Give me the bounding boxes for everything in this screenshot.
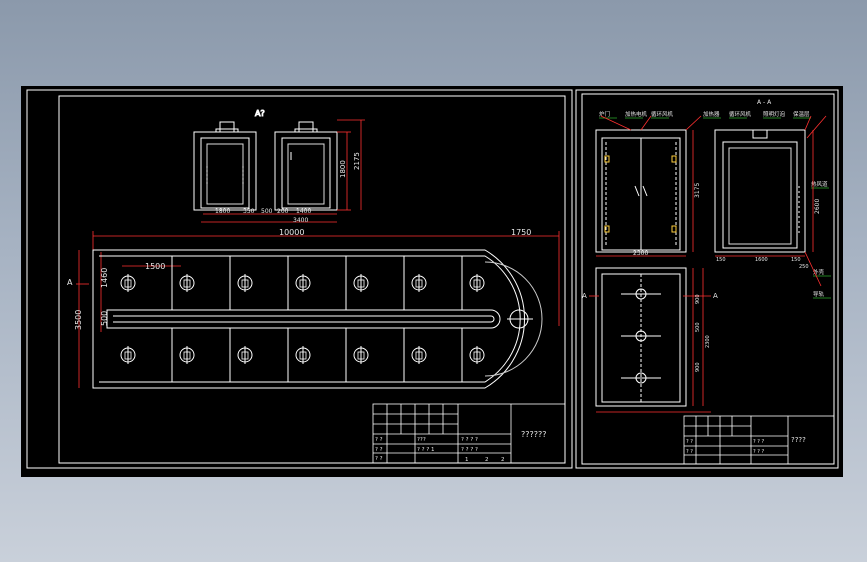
oven-plan-view <box>595 267 687 407</box>
cabinet-dimensions <box>201 119 365 223</box>
hanger-body <box>415 351 423 360</box>
left-title-cell-1: ? ? <box>375 437 383 443</box>
left-title-cell-3: ? ? <box>375 456 383 462</box>
callout-label: 炉门 <box>599 110 610 118</box>
dim-plan-a: 900 <box>695 294 701 304</box>
dim-cab-height: 1800 <box>339 160 347 178</box>
left-sheet-outer-frame <box>26 89 573 469</box>
cad-viewport[interactable]: A? 1800 2175 1800 <box>21 86 843 477</box>
hanger-body <box>241 351 249 360</box>
dim-pitch: 1500 <box>145 262 165 271</box>
dim-cab-gap: 500 <box>261 208 273 215</box>
hanger-body <box>299 279 307 288</box>
left-title-cell-4: ??? <box>417 437 426 443</box>
hanger-body <box>124 279 132 288</box>
callout-label: 循环风机 <box>651 110 674 118</box>
section-marker-a: A <box>67 278 73 287</box>
dim-cab-w-right: 1400 <box>296 208 311 215</box>
dim-plan-b: 500 <box>695 322 701 332</box>
hanger-body <box>299 351 307 360</box>
dim-lane-width: 1460 <box>100 268 109 288</box>
view-label-top: A? <box>255 109 265 118</box>
dim-cab-w-left: 1800 <box>215 208 230 215</box>
callout-label: 循环风机 <box>729 110 752 118</box>
right-sheet: 炉门加热电机循环风机加热器循环风机照明灯泡保温层热风道外壳导轨 A - A 23… <box>575 89 839 469</box>
callout-label: 照明灯泡 <box>763 110 786 118</box>
oven-side-view <box>714 129 806 253</box>
dim-end-radius: 1750 <box>511 228 531 237</box>
dim-plan-c: 900 <box>695 362 701 372</box>
dim-plan-total: 2300 <box>705 335 711 348</box>
hanger-body <box>183 279 191 288</box>
dim-cab-side-left: 350 <box>243 208 255 215</box>
cabinet-end-view-left: A? <box>193 109 265 211</box>
hanger-body <box>357 279 365 288</box>
callout-label: 导轨 <box>813 290 825 298</box>
dim-cab-side-right: 200 <box>277 208 289 215</box>
plan-view-dims <box>589 268 711 413</box>
right-title-cell-4: ? ? ? <box>753 449 764 455</box>
callout-label: 保温层 <box>793 110 810 118</box>
plan-dimension-lines <box>76 231 560 388</box>
callout-label: 加热电机 <box>625 110 648 118</box>
dim-side-width: 1600 <box>755 257 768 263</box>
hanger-body <box>183 351 191 360</box>
dim-total-length: 10000 <box>279 228 304 237</box>
left-title-cell-8: 1 <box>465 457 469 463</box>
left-title-cell-2: ? ? <box>375 447 383 453</box>
callout-label: 热风道 <box>811 180 828 188</box>
cad-drawing[interactable]: A? 1800 2175 1800 <box>21 86 843 477</box>
left-title-cell-5: ? ? ? ? <box>461 437 478 443</box>
dim-cab-total-width: 3400 <box>293 217 308 224</box>
right-title-cell-1: ? ? <box>686 439 693 445</box>
dim-side-extra: 250 <box>799 264 809 270</box>
left-title-cell-9: 2 <box>485 457 489 463</box>
dim-front-width: 2300 <box>633 250 648 257</box>
dim-side-height: 2600 <box>814 199 821 214</box>
right-sheet-inner-frame <box>581 93 835 465</box>
callout-label: 外壳 <box>813 268 825 276</box>
dim-total-width: 3500 <box>74 310 83 330</box>
left-title-block <box>372 403 566 464</box>
left-sheet: A? 1800 2175 1800 <box>26 89 573 469</box>
dim-side-right: 150 <box>791 257 801 263</box>
hanger-body <box>124 351 132 360</box>
left-title-cell-7: ? ? ? 1 <box>417 447 435 453</box>
side-view-dims <box>715 115 827 287</box>
dim-front-height: 3175 <box>694 183 701 198</box>
right-title-cell-2: ? ? <box>686 449 693 455</box>
hanger-body <box>357 351 365 360</box>
left-title-text: ?????? <box>521 430 546 439</box>
dim-gap: 500 <box>100 311 109 326</box>
dim-cab-total-height: 2175 <box>353 152 361 170</box>
left-sheet-inner-frame <box>58 95 566 464</box>
callout-labels: 炉门加热电机循环风机加热器循环风机照明灯泡保温层热风道外壳导轨 <box>599 110 831 299</box>
hanger-body <box>473 279 481 288</box>
hanger-body <box>241 279 249 288</box>
hanger-body <box>415 279 423 288</box>
left-title-cell-6: ? ? ? ? <box>461 447 478 453</box>
left-title-cell-10: 2 <box>501 457 505 463</box>
section-marker-right: A <box>713 292 718 300</box>
right-title-text: ???? <box>791 436 806 444</box>
section-marker-left: A <box>582 292 587 300</box>
cabinet-end-view-right <box>274 121 338 211</box>
dim-side-left: 150 <box>716 257 726 263</box>
section-title-aa: A - A <box>757 99 772 106</box>
hanger-body <box>473 351 481 360</box>
right-title-block <box>683 415 835 465</box>
callout-label: 加热器 <box>703 110 720 118</box>
right-sheet-outer-frame <box>575 89 839 469</box>
front-view-dims <box>596 115 702 257</box>
conveyor-stations <box>120 256 533 382</box>
oven-front-view <box>595 129 687 253</box>
right-title-cell-3: ? ? ? <box>753 439 764 445</box>
